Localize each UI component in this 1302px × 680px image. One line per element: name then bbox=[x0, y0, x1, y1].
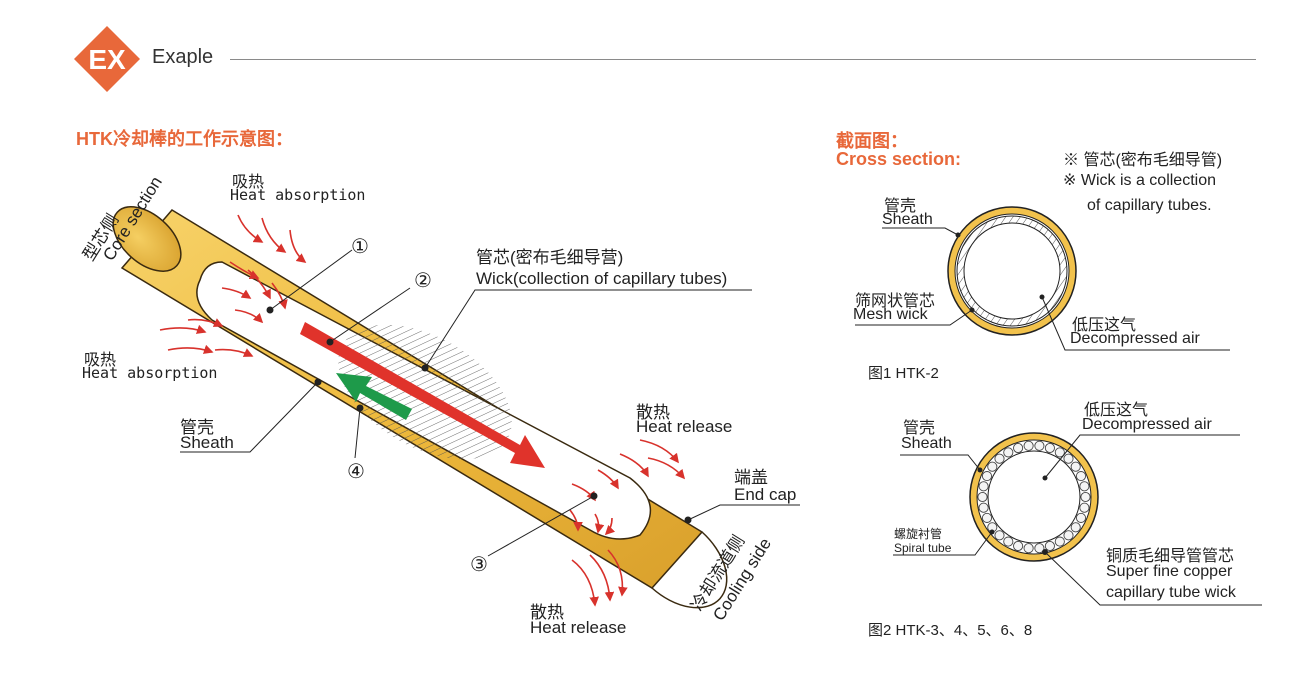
capillary-bead bbox=[1063, 453, 1074, 464]
fig1-mesh-cn: 筛网状管芯 bbox=[855, 293, 936, 310]
heat-absorption-top-en: Heat absorption bbox=[230, 186, 366, 204]
wick-label-en: Wick(collection of capillary tubes) bbox=[476, 269, 728, 288]
liquid-return-arrow bbox=[336, 373, 412, 420]
capillary-bead bbox=[978, 481, 989, 492]
fig1-air-cn: 低压这气 bbox=[1072, 317, 1137, 334]
capillary-bead bbox=[1075, 512, 1087, 523]
cross-section-title-en: Cross section: bbox=[836, 149, 962, 169]
fig2-sheath-en: Sheath bbox=[901, 435, 952, 452]
marker-2: ② bbox=[414, 268, 432, 292]
capillary-bead bbox=[1013, 442, 1024, 454]
main-diagram-title: HTK冷却棒的工作示意图： bbox=[76, 129, 293, 149]
ex-badge: EX bbox=[74, 26, 140, 92]
capillary-bead bbox=[1070, 522, 1081, 533]
capillary-bead bbox=[994, 530, 1005, 541]
marker-4: ④ bbox=[347, 459, 365, 483]
capillary-bead bbox=[1013, 540, 1024, 552]
end-cap-label-en: End cap bbox=[734, 485, 797, 504]
capillary-bead bbox=[1003, 536, 1014, 547]
capillary-bead bbox=[1054, 536, 1065, 547]
marker-3: ③ bbox=[470, 552, 488, 576]
capillary-bead bbox=[1023, 440, 1034, 451]
fig2-caption: 图2 HTK-3、4、5、6、8 bbox=[868, 622, 1033, 639]
capillary-bead bbox=[994, 453, 1005, 464]
sheath-label-cn: 管壳 bbox=[180, 418, 214, 437]
badge-text: EX bbox=[88, 44, 126, 75]
capillary-bead bbox=[1023, 543, 1034, 554]
heat-absorption-left-cn: 吸热 bbox=[84, 352, 117, 369]
heat-absorption-left-en: Heat absorption bbox=[82, 364, 218, 382]
fig2-wick-en-2: capillary tube wick bbox=[1106, 584, 1236, 601]
tube-body bbox=[112, 206, 728, 609]
note-line-1: ※ 管芯(密布毛细导管) bbox=[1063, 152, 1223, 169]
cross-section-fig1 bbox=[855, 206, 1230, 351]
capillary-bead bbox=[1063, 530, 1074, 541]
capillary-bead bbox=[1044, 540, 1055, 552]
capillary-bead bbox=[981, 471, 993, 482]
fig1-sheath-en: Sheath bbox=[882, 211, 933, 228]
capillary-bead bbox=[1044, 442, 1055, 454]
core-end-cap bbox=[112, 206, 182, 272]
capillary-bead bbox=[977, 491, 988, 503]
badge-diamond bbox=[74, 26, 140, 92]
capillary-bead bbox=[1079, 502, 1090, 513]
capillary-bead bbox=[987, 461, 998, 472]
page-title: Exaple bbox=[152, 46, 214, 68]
heat-absorption-arrows bbox=[159, 214, 307, 357]
heat-absorption-top-cn: 吸热 bbox=[232, 174, 265, 191]
capillary-bead bbox=[1003, 447, 1014, 458]
heat-release-arrows bbox=[569, 439, 686, 607]
capillary-bead bbox=[1054, 447, 1065, 458]
fig2-air-en: Decompressed air bbox=[1082, 416, 1212, 433]
heat-release-bottom-en: Heat release bbox=[530, 618, 627, 637]
heat-release-right-en: Heat release bbox=[636, 417, 733, 436]
note-line-3: of capillary tubes. bbox=[1087, 197, 1212, 214]
capillary-bead bbox=[981, 512, 993, 523]
fig1-sheath-cn: 管壳 bbox=[884, 198, 917, 215]
vapor-flow-arrow bbox=[300, 322, 545, 468]
capillary-bead bbox=[978, 502, 989, 513]
note-line-2: ※ Wick is a collection bbox=[1063, 172, 1216, 189]
fig1-air-en: Decompressed air bbox=[1070, 330, 1200, 347]
fig2-spiral-cn: 螺旋衬管 bbox=[894, 527, 943, 541]
heat-release-right-cn: 散热 bbox=[636, 403, 670, 422]
capillary-bead bbox=[1079, 481, 1090, 492]
fig2-sheath-cn: 管壳 bbox=[903, 420, 936, 437]
fig2-air-cn: 低压这气 bbox=[1084, 402, 1149, 419]
wick-label-cn: 管芯(密布毛细导营) bbox=[476, 248, 624, 267]
fig2-wick-cn: 铜质毛细导管管芯 bbox=[1106, 548, 1235, 565]
end-cap-label-cn: 端盖 bbox=[734, 468, 768, 487]
copper-capillary-beads bbox=[977, 440, 1091, 554]
fig1-mesh-en: Mesh wick bbox=[853, 306, 928, 323]
leader-lines bbox=[180, 249, 800, 557]
sheath-label-en: Sheath bbox=[180, 433, 234, 452]
capillary-bead bbox=[1034, 440, 1045, 451]
fig2-wick-en-1: Super fine copper bbox=[1106, 563, 1233, 580]
marker-1: ① bbox=[351, 234, 369, 258]
fig1-caption: 图1 HTK-2 bbox=[868, 365, 939, 382]
capillary-bead bbox=[1034, 543, 1045, 554]
header-divider bbox=[230, 59, 1256, 60]
fig2-spiral-en: Spiral tube bbox=[894, 541, 952, 555]
cross-section-title-cn: 截面图： bbox=[836, 131, 908, 151]
capillary-bead bbox=[1075, 471, 1087, 482]
heat-release-bottom-cn: 散热 bbox=[530, 603, 564, 622]
capillary-bead bbox=[1080, 491, 1091, 503]
capillary-bead bbox=[1070, 461, 1081, 472]
cross-section-fig2 bbox=[893, 432, 1262, 606]
